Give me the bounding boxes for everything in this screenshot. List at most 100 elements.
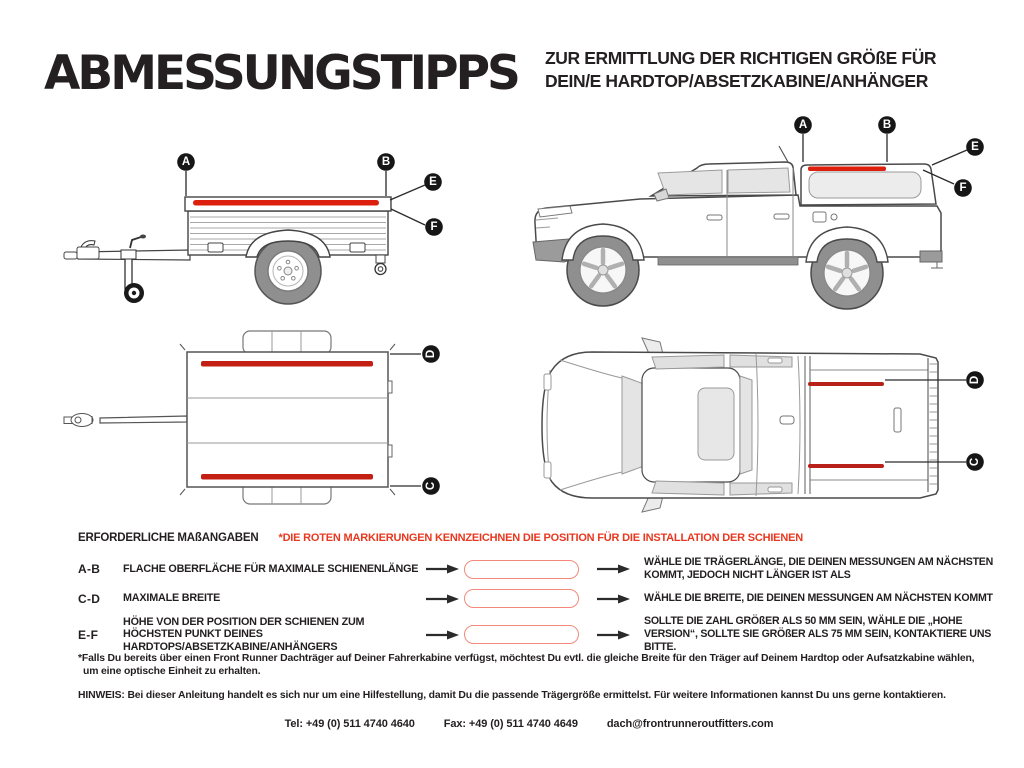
rear-wheel bbox=[810, 236, 884, 310]
marker-d: D bbox=[966, 371, 984, 389]
rail-position-stripe bbox=[193, 200, 379, 206]
front-door-window bbox=[657, 169, 723, 196]
bed-side-box bbox=[893, 407, 902, 433]
side-window-top-rear bbox=[729, 354, 793, 368]
marker-a: A bbox=[177, 153, 195, 171]
page-subtitle: ZUR ERMITTLUNG DER RICHTIGEN GRÖßE FÜR D… bbox=[545, 47, 937, 92]
door-seams-top bbox=[755, 353, 801, 497]
front-fender bbox=[561, 223, 645, 261]
bed-handle bbox=[779, 415, 795, 425]
row-description: FLACHE OBERFLÄCHE FÜR MAXIMALE SCHIENENL… bbox=[123, 562, 419, 575]
marker-b: B bbox=[377, 153, 395, 171]
headlight bbox=[537, 205, 573, 218]
windshield bbox=[621, 375, 645, 475]
marker-leader-lines bbox=[390, 353, 421, 487]
contact-footer: Tel: +49 (0) 511 4740 4640 Fax: +49 (0) … bbox=[0, 718, 1024, 730]
marker-leader-lines bbox=[885, 379, 966, 463]
canopy-window bbox=[808, 171, 922, 199]
door-handle-top bbox=[767, 357, 783, 364]
marker-c: C bbox=[966, 453, 984, 471]
trailer-top-view-drawing: D C bbox=[63, 330, 440, 505]
bed-rails bbox=[810, 369, 928, 481]
fuel-door bbox=[812, 211, 827, 223]
subtitle-line-2: DEIN/E HARDTOP/ABSETZKABINE/ANHÄNGER bbox=[545, 70, 928, 91]
grille-lines bbox=[535, 217, 559, 229]
rail-position-stripe-canopy bbox=[808, 166, 886, 171]
truck-top-view-drawing: D C bbox=[541, 337, 984, 513]
tailgate-texture bbox=[929, 363, 937, 485]
rear-bumper bbox=[919, 250, 943, 263]
svg-text:C: C bbox=[969, 458, 981, 466]
measurement-input-a-b[interactable] bbox=[464, 559, 579, 579]
page-title: ABMESSUNGSTIPPS bbox=[44, 46, 521, 101]
jockey-crank-knob bbox=[140, 234, 146, 239]
door-handle-rear bbox=[773, 213, 790, 220]
headlight-bottom-left bbox=[543, 461, 552, 479]
svg-text:A: A bbox=[799, 119, 807, 131]
door-handle-bottom bbox=[767, 486, 783, 493]
bed-latch-left bbox=[207, 242, 224, 253]
measurement-input-e-f[interactable] bbox=[464, 625, 579, 644]
marker-c: C bbox=[422, 477, 440, 495]
front-wheel bbox=[566, 233, 640, 307]
hood-seams bbox=[559, 359, 623, 491]
marker-b: B bbox=[878, 116, 896, 134]
headlight-top-left bbox=[543, 373, 552, 391]
rear-door-window bbox=[727, 167, 791, 194]
arrow-right-icon bbox=[426, 630, 459, 639]
cab-bed-gap bbox=[804, 356, 811, 494]
marker-leader-lines bbox=[185, 171, 426, 226]
hitch-coupler bbox=[76, 246, 100, 260]
subtitle-line-1: ZUR ERMITTLUNG DER RICHTIGEN GRÖßE FÜR bbox=[545, 48, 937, 68]
fender-top bbox=[242, 330, 332, 355]
marker-f: F bbox=[425, 218, 443, 236]
jockey-crank bbox=[129, 236, 142, 249]
hinge-top bbox=[387, 380, 393, 394]
truck-side-view-drawing: A B E F bbox=[532, 116, 984, 310]
trailer-hub bbox=[283, 266, 293, 276]
arrow-right-icon bbox=[597, 564, 630, 574]
row-description: HÖHE VON DER POSITION DER SCHIENEN ZUM H… bbox=[123, 615, 365, 653]
svg-text:E: E bbox=[971, 141, 979, 153]
truck-top-view-illustration: D C bbox=[500, 330, 1024, 530]
rear-cab-window bbox=[739, 375, 753, 475]
svg-text:B: B bbox=[883, 119, 891, 131]
rear-roller bbox=[374, 262, 387, 276]
arrow-right-icon bbox=[597, 630, 630, 639]
measurement-row-c-d: C-D MAXIMALE BREITE WÄHLE DIE BREITE, DI… bbox=[78, 589, 1013, 608]
svg-text:F: F bbox=[959, 182, 966, 194]
arrow-right-icon bbox=[597, 594, 630, 603]
antenna bbox=[778, 145, 789, 163]
side-window-top-front bbox=[651, 354, 725, 370]
rail-position-stripe-top bbox=[201, 361, 373, 367]
row-code: E-F bbox=[78, 627, 99, 642]
rear-fender bbox=[805, 226, 889, 263]
side-window-bottom-rear bbox=[729, 482, 793, 496]
spec-section-title: ERFORDERLICHE MAßANGABEN bbox=[78, 532, 259, 544]
rocker-panel bbox=[657, 256, 799, 266]
footnote: *Falls Du bereits über einen Front Runne… bbox=[78, 653, 1008, 679]
trailer-drawbar-top bbox=[99, 415, 188, 424]
arrow-right-icon bbox=[426, 564, 459, 574]
corner-ticks bbox=[179, 343, 396, 496]
side-mirror bbox=[653, 188, 670, 202]
bed-latch-right bbox=[349, 242, 366, 253]
measurement-input-c-d[interactable] bbox=[464, 589, 579, 608]
trailer-fender bbox=[245, 229, 331, 258]
sunroof bbox=[697, 387, 735, 461]
hinweis-note: HINWEIS: Bei dieser Anleitung handelt es… bbox=[78, 690, 946, 701]
arrow-right-icon bbox=[426, 594, 459, 603]
red-markings-legend: *DIE ROTEN MARKIERUNGEN KENNZEICHNEN DIE… bbox=[278, 532, 803, 544]
trailer-top-view-illustration: D C bbox=[40, 325, 460, 510]
rail-position-stripe-bottom bbox=[201, 474, 373, 480]
row-instruction: SOLLTE DIE ZAHL GRÖßER ALS 50 MM SEIN, W… bbox=[644, 615, 992, 653]
marker-d: D bbox=[422, 345, 440, 363]
hinge-bottom bbox=[387, 444, 393, 458]
svg-text:F: F bbox=[430, 221, 437, 233]
phone-number: Tel: +49 (0) 511 4740 4640 bbox=[284, 718, 415, 730]
fax-number: Fax: +49 (0) 511 4740 4649 bbox=[443, 718, 578, 730]
tow-hitch bbox=[931, 262, 943, 269]
footnote-line-2: um eine optische Einheit zu erhalten. bbox=[83, 665, 261, 677]
row-instruction: WÄHLE DIE TRÄGERLÄNGE, DIE DEINEN MESSUN… bbox=[644, 556, 994, 581]
